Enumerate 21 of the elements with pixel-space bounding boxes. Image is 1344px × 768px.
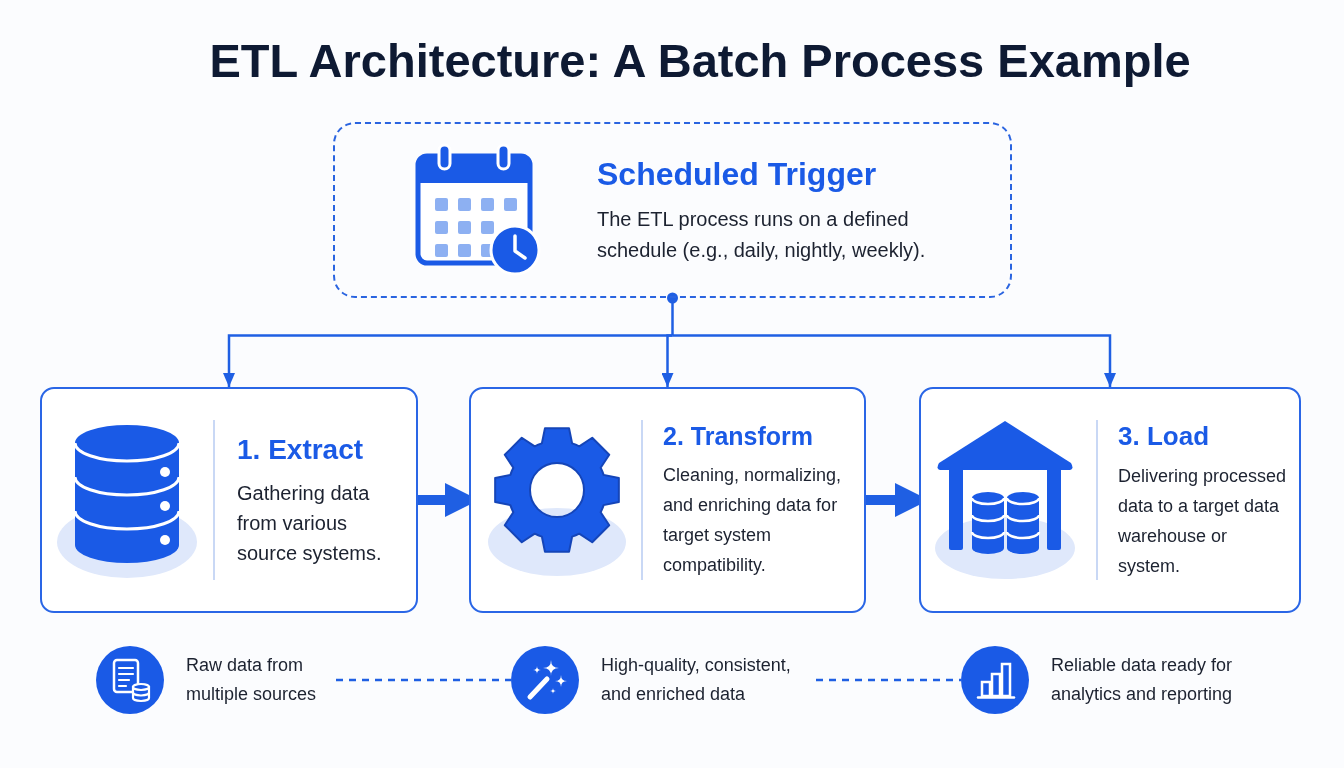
process-card [40, 387, 418, 613]
step-title: 2. Transform [663, 421, 815, 452]
process-card [919, 387, 1301, 613]
arrow [672, 334, 1116, 387]
step-description: Cleaning, normalizing, and enriching data for target system compatibility. [663, 464, 843, 577]
step-description: Gathering data from various source systems. [237, 481, 383, 566]
dashed-connector [336, 678, 511, 682]
step-title: 3. Load [1118, 420, 1210, 453]
process-card [469, 387, 866, 613]
outcome-text: High-quality, consistent, and enriched data [601, 654, 792, 706]
panel-description: The ETL process runs on a defined schedule (e.g., daily, nightly, weekly). [597, 207, 927, 263]
step-description: Delivering processed data to a target data warehouse or system. [1118, 465, 1288, 578]
trigger-panel [333, 122, 1012, 298]
arrow [661, 334, 674, 387]
step-title: 1. Extract [237, 433, 365, 467]
panel-title: Scheduled Trigger [597, 155, 878, 194]
page-title: ETL Architecture: A Batch Process Example [208, 33, 1192, 89]
outcome-text: Raw data from multiple sources [186, 654, 318, 706]
connector-line [667, 292, 678, 336]
dashed-connector [816, 678, 961, 682]
outcome-text: Reliable data ready for analytics and reporting [1051, 654, 1234, 706]
